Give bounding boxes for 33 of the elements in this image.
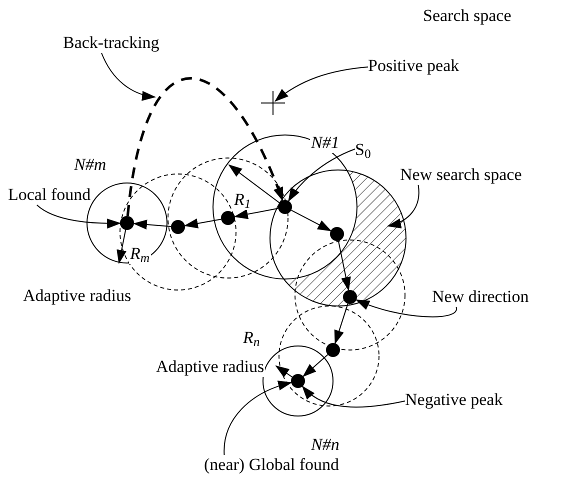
backtrack-arrow (126, 77, 284, 216)
radius-caption: Adaptive radius (22, 286, 132, 306)
callout-text: S$_{0}$ (355, 140, 371, 160)
step-arrow (184, 218, 222, 228)
area-label: Search space (422, 6, 512, 26)
leader-arrow (36, 204, 121, 228)
step-arrow (334, 303, 348, 344)
callout-text: Back-tracking (63, 33, 160, 53)
callout-text: Local found (8, 185, 91, 205)
search-point (221, 211, 235, 225)
leader-arrow (302, 386, 406, 408)
step-arrow (132, 220, 172, 230)
step-arrow (338, 240, 351, 292)
step-arrow (234, 208, 279, 220)
leader-arrow (101, 52, 156, 100)
step-arrow (302, 354, 328, 378)
leader-arrow (288, 148, 356, 202)
search-point (291, 374, 305, 388)
positive-peak-marker (261, 91, 285, 115)
leader-arrow (224, 381, 292, 456)
callout-text: New direction (432, 287, 529, 307)
step-arrow (290, 210, 332, 232)
callout-text: Negative peak (405, 390, 503, 410)
leader-arrow (274, 66, 368, 102)
callout-text: (near) Global found (204, 455, 340, 475)
search-point (120, 216, 134, 230)
callout-text: Positive peak (368, 56, 460, 76)
search-point (171, 220, 185, 234)
leader-arrow (387, 184, 420, 228)
radius-caption: Adaptive radius (155, 357, 266, 377)
search-point (326, 343, 340, 357)
callout-text: New search space (400, 165, 522, 185)
leader-arrow (355, 299, 457, 318)
